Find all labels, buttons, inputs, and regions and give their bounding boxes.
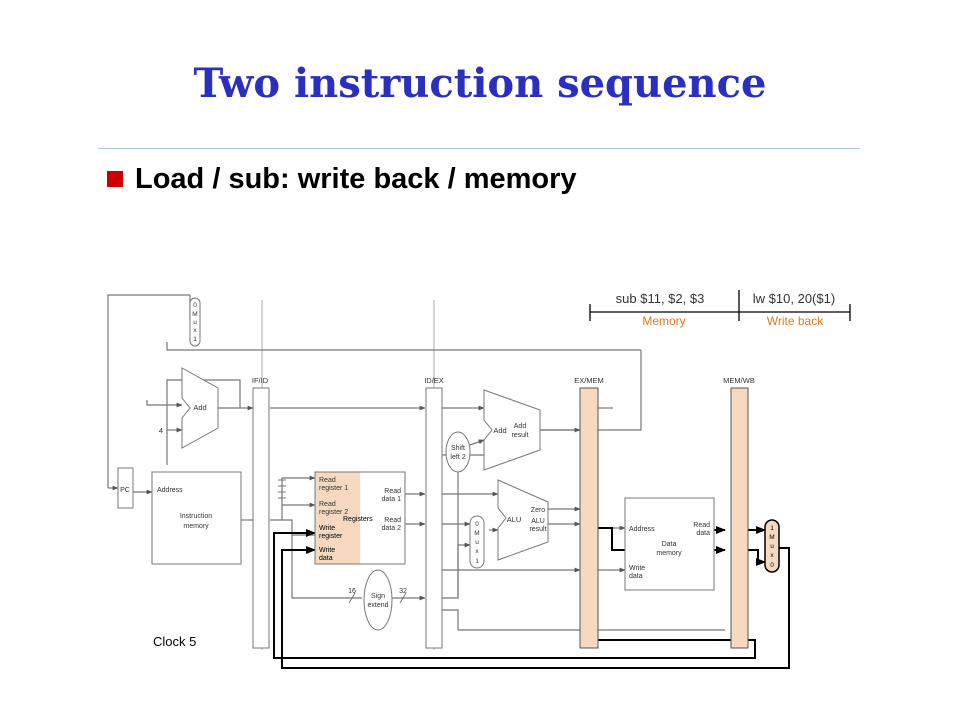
alu-label: ALU xyxy=(507,515,522,524)
read-register-2-label-2: register 2 xyxy=(319,509,348,516)
alu-source-mux-label: 0 M u x 1 xyxy=(474,521,479,565)
svg-text:1: 1 xyxy=(475,558,479,565)
register-file-write-side xyxy=(315,472,360,564)
data-memory-write-data-label: Write xyxy=(629,565,645,572)
clock-cycle-label: Clock 5 xyxy=(153,634,196,649)
instruction-memory-address-label: Address xyxy=(157,487,183,494)
alu-result-label: ALU xyxy=(531,518,545,525)
data-memory-read-data-label-2: data xyxy=(696,530,710,537)
slide-title: Two instruction sequence xyxy=(193,60,767,107)
add-result-label-2: result xyxy=(511,432,528,439)
pipeline-registers xyxy=(252,387,749,649)
ifid-register-label: IF/ID xyxy=(252,376,269,385)
data-memory-label-2: memory xyxy=(656,550,682,557)
write-data-label: Write xyxy=(319,547,335,554)
write-data-label-2: data xyxy=(319,555,333,562)
branch-adder-label: Add xyxy=(493,426,506,435)
writeback-mux xyxy=(764,519,780,573)
alu-result-label-2: result xyxy=(529,526,546,533)
pc-adder xyxy=(181,367,219,449)
bits-32-label: 32 xyxy=(399,588,407,595)
svg-text:M: M xyxy=(192,311,197,318)
svg-text:1: 1 xyxy=(770,525,774,532)
add-result-label: Add xyxy=(514,423,527,430)
svg-text:x: x xyxy=(475,548,479,555)
read-data-2-label-2: data 2 xyxy=(382,525,402,532)
svg-text:u: u xyxy=(770,543,774,550)
instruction-sub-label: sub $11, $2, $3 xyxy=(616,291,705,306)
instruction-memory-label-2: memory xyxy=(183,523,209,530)
svg-text:u: u xyxy=(193,319,197,326)
write-register-label: Write xyxy=(319,525,335,532)
svg-text:0: 0 xyxy=(193,302,197,309)
read-data-1-label-2: data 1 xyxy=(382,496,402,503)
svg-text:u: u xyxy=(475,539,479,546)
data-memory-write-data-label-2: data xyxy=(629,573,643,580)
read-register-1-label-2: register 1 xyxy=(319,485,348,492)
svg-text:1: 1 xyxy=(193,336,197,343)
stage-writeback-label: Write back xyxy=(767,314,824,328)
svg-text:M: M xyxy=(769,534,774,541)
read-data-1-label: Read xyxy=(384,488,401,495)
zero-label: Zero xyxy=(531,507,546,514)
pc-adder-label: Add xyxy=(193,403,206,412)
instruction-field-ticks xyxy=(278,479,286,499)
idex-register-label: ID/EX xyxy=(424,376,444,385)
bullet-text: Load / sub: write back / memory xyxy=(135,163,577,195)
program-counter xyxy=(117,467,134,509)
alu xyxy=(497,479,549,561)
read-data-2-label: Read xyxy=(384,517,401,524)
svg-text:0: 0 xyxy=(475,521,479,528)
data-memory xyxy=(624,497,715,591)
sign-extend-unit xyxy=(363,569,393,631)
svg-text:x: x xyxy=(770,552,774,559)
writeback-mux-label: 1 M u x 0 xyxy=(769,525,774,569)
instruction-memory-label: Instruction xyxy=(180,513,212,520)
instruction-lw-label: lw $10, 20($1) xyxy=(753,291,835,306)
shift-left-2-label-2: left 2 xyxy=(450,454,465,461)
title-divider xyxy=(98,148,860,149)
pc-label: PC xyxy=(120,487,130,494)
alu-source-mux xyxy=(469,515,485,569)
svg-text:0: 0 xyxy=(770,562,774,569)
data-memory-address-label: Address xyxy=(629,526,655,533)
data-memory-label: Data xyxy=(662,541,677,548)
branch-adder xyxy=(483,389,541,471)
shift-left-2-label: Shift xyxy=(451,445,465,452)
svg-text:x: x xyxy=(193,327,197,334)
constant-four-label: 4 xyxy=(159,426,163,435)
bits-16-label: 16 xyxy=(348,588,356,595)
sign-extend-label: Sign xyxy=(371,593,385,600)
data-memory-read-data-label: Read xyxy=(693,522,710,529)
read-register-1-label: Read xyxy=(319,477,336,484)
exmem-register-label: EX/MEM xyxy=(574,376,604,385)
pc-source-mux-label: 0 M u x 1 xyxy=(192,302,197,343)
svg-text:M: M xyxy=(474,530,479,537)
memwb-register-label: MEM/WB xyxy=(723,376,755,385)
stage-timeline xyxy=(589,290,851,321)
bullet-square-icon xyxy=(107,171,123,187)
sign-extend-label-2: extend xyxy=(367,602,388,609)
pc-source-mux xyxy=(189,297,201,347)
registers-label: Registers xyxy=(343,516,373,523)
inactive-wires xyxy=(107,294,725,631)
read-register-2-label: Read xyxy=(319,501,336,508)
instruction-memory xyxy=(151,471,242,565)
write-register-label-2: register xyxy=(319,533,343,540)
shift-left-2-unit xyxy=(445,431,471,473)
stage-memory-label: Memory xyxy=(642,314,685,328)
